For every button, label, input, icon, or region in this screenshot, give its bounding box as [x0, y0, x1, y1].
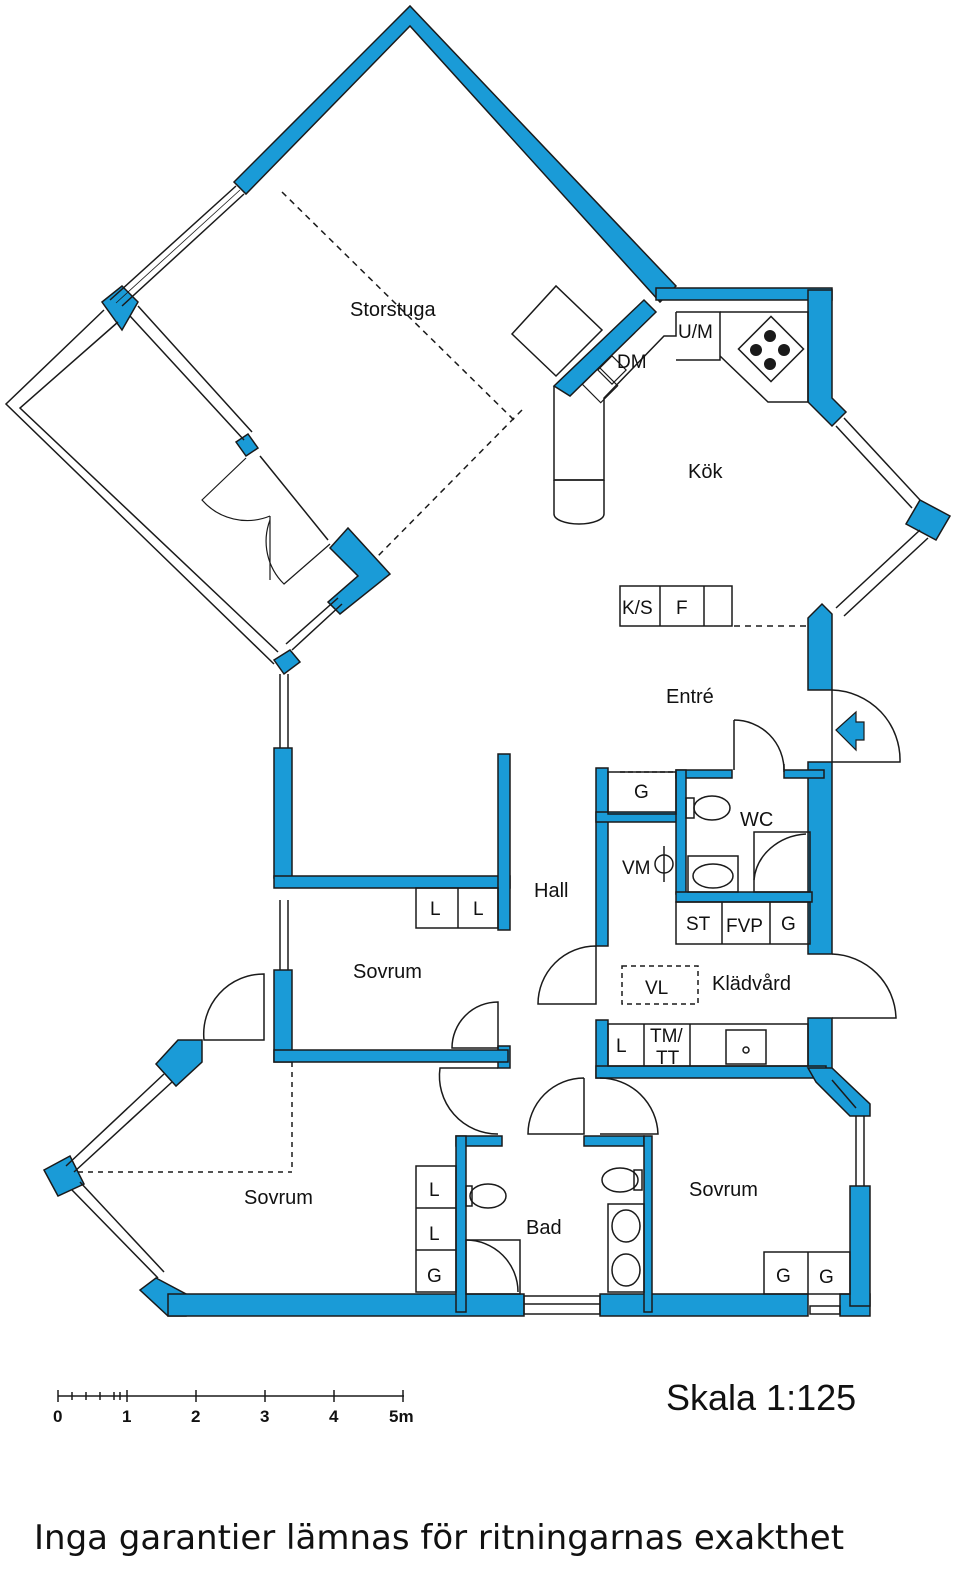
fixture-label-g-hall: G [634, 782, 649, 803]
wall-storstuga-north [232, 4, 678, 304]
wall-west-low [273, 969, 293, 1063]
fixture-label-dm: DM [617, 352, 647, 373]
wall-wc-bottom [675, 891, 813, 903]
fixture-label-tm: TM/ [650, 1026, 683, 1047]
wall-sovrum-sw-nw [154, 1039, 203, 1088]
wall-south-1 [167, 1293, 525, 1317]
fixture-label-l-sovrum2: L [473, 899, 484, 920]
fixture-label-g-sovrum-sw: G [427, 1266, 442, 1287]
wall-storstuga-west-block [100, 284, 139, 332]
wall-kitchen-sink [552, 298, 658, 397]
fixture-label-st: ST [686, 914, 711, 935]
wall-wc-top-r [783, 769, 825, 779]
scale-bar [57, 1390, 404, 1402]
wall-bad-top-r [583, 1135, 645, 1147]
wall-kitchen-top [655, 287, 833, 301]
stove-icon [750, 330, 790, 370]
room-label-hall: Hall [534, 880, 568, 902]
fixture-label-f: F [676, 598, 688, 619]
wall-sovrum-sw-west [42, 1154, 86, 1197]
scale-title: Skala 1:125 [666, 1377, 856, 1418]
entry-arrow-icon [835, 710, 865, 752]
fixture-label-l-sovrum4: L [429, 1224, 440, 1245]
wall-kitchen-right [807, 289, 848, 428]
scale-ticks: 0 1 2 3 4 5m [53, 1407, 414, 1426]
scale-tick-1: 1 [122, 1407, 131, 1426]
walls [42, 4, 952, 1317]
wall-se-east [849, 1185, 871, 1307]
wall-utility-left [595, 767, 609, 947]
fixture-label-g-sovrum-se2: G [819, 1267, 834, 1288]
fixture-label-vm: VM [622, 858, 651, 879]
wall-bad-right [643, 1135, 653, 1313]
wall-storstuga-inner-block [234, 432, 260, 458]
wall-entry-diag [807, 602, 833, 691]
fixture-label-l-sovrum1: L [430, 899, 441, 920]
wall-sovrum-north-bottom [273, 1049, 509, 1063]
room-labels: Storstuga Kök Entré Hall WC Klädvård Bad… [244, 299, 791, 1239]
fixture-label-vl: VL [645, 978, 668, 999]
fixture-label-um: U/M [678, 322, 713, 343]
wall-storstuga-south-corner [272, 649, 302, 676]
fixture-labels: DM U/M K/S F G VM ST FVP G VL L TM/ TT L… [427, 322, 834, 1288]
fixture-label-g-sovrum-se1: G [776, 1266, 791, 1287]
wall-se-corner [806, 1067, 871, 1117]
wall-storstuga-south [326, 526, 392, 616]
fixture-label-g-kladvard: G [781, 914, 796, 935]
room-label-bad: Bad [526, 1217, 562, 1239]
wall-wc-left [675, 769, 687, 895]
room-label-sovrum-southeast: Sovrum [689, 1179, 758, 1201]
wall-hall-left [497, 753, 511, 931]
wall-sovrum-north-top [273, 875, 511, 889]
wall-bad-left [455, 1135, 467, 1313]
wall-west-mid [273, 747, 293, 879]
linework [4, 185, 929, 1315]
fixture-label-l-kladvard: L [616, 1036, 627, 1057]
room-label-entre: Entré [666, 686, 714, 708]
room-label-sovrum-north: Sovrum [353, 961, 422, 983]
fixture-label-l-sovrum3: L [429, 1180, 440, 1201]
wall-utility-bottom [595, 1065, 827, 1079]
scale-tick-5m: 5m [389, 1407, 414, 1426]
fixture-label-ks: K/S [622, 598, 653, 619]
wall-east-corner [904, 498, 952, 542]
fixture-label-tt: TT [656, 1048, 680, 1069]
scale-tick-2: 2 [191, 1407, 200, 1426]
room-label-kladvard: Klädvård [712, 973, 791, 995]
fixture-label-fvp: FVP [726, 916, 763, 937]
kitchen-sink-icon [581, 355, 627, 404]
scale-tick-4: 4 [329, 1407, 339, 1426]
wall-east-lower [807, 761, 833, 955]
disclaimer-text: Inga garantier lämnas för ritningarnas e… [34, 1518, 845, 1558]
room-label-storstuga: Storstuga [350, 299, 436, 321]
room-label-sovrum-southwest: Sovrum [244, 1187, 313, 1209]
scale-tick-3: 3 [260, 1407, 269, 1426]
room-label-kok: Kök [688, 461, 723, 483]
room-label-wc: WC [740, 809, 773, 831]
wall-south-2 [599, 1293, 809, 1317]
scale-tick-0: 0 [53, 1407, 62, 1426]
